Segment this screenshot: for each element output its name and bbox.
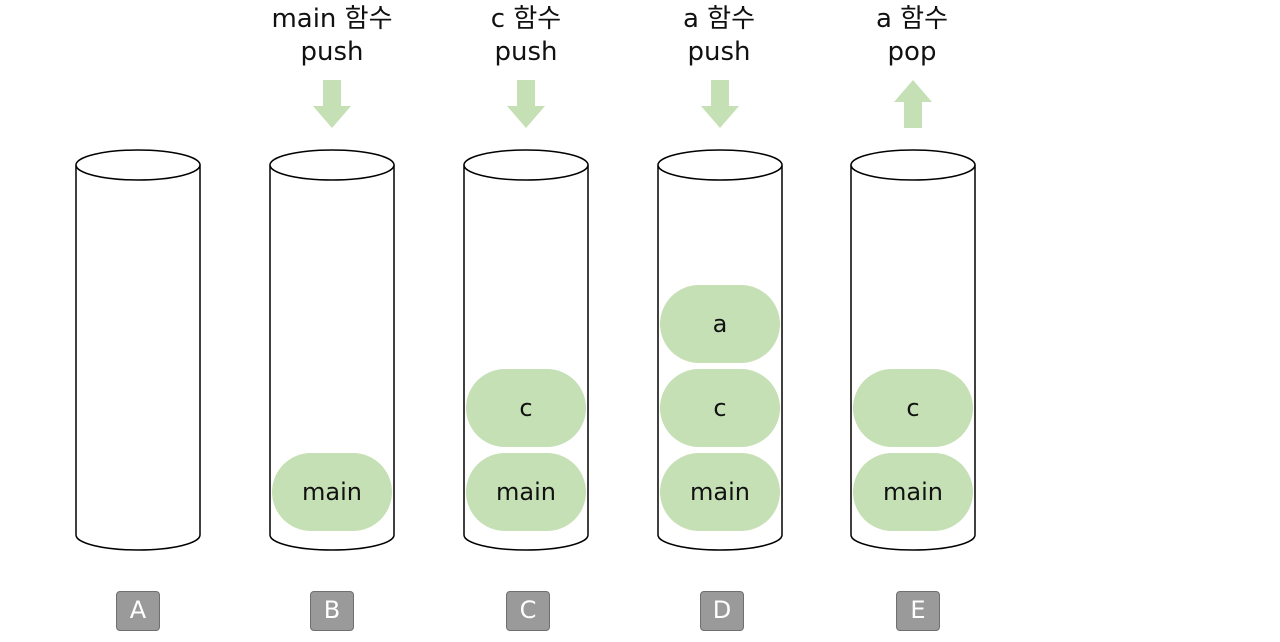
stack-frame-label: c [713, 394, 726, 422]
cylinder-body [75, 165, 201, 551]
stack-frame-label: main [690, 478, 750, 506]
stack-frame [853, 453, 973, 531]
stack-frame-label: main [883, 478, 943, 506]
cylinder-body [463, 165, 589, 551]
stack-frame-label: a [713, 310, 728, 338]
stack-frame [853, 369, 973, 447]
header-op-line: pop [887, 37, 937, 67]
stack-header-C: c 함수 push [436, 3, 616, 69]
arrow-down-icon [313, 80, 351, 128]
header-action-line: a 함수 [875, 4, 949, 34]
stack-label-C: C [506, 591, 550, 631]
cylinder-top [850, 149, 976, 181]
stack-frame [466, 369, 586, 447]
cylinder-top [463, 149, 589, 181]
stack-frame [466, 453, 586, 531]
stack-label-D: D [700, 591, 744, 631]
header-op-line: push [494, 37, 558, 67]
stack-label-A: A [116, 591, 160, 631]
cylinder-top [657, 149, 783, 181]
cylinder-top [75, 149, 201, 181]
arrow-down-icon [507, 80, 545, 128]
stack-frame [660, 369, 780, 447]
stack-frame [660, 453, 780, 531]
cylinder-body [850, 165, 976, 551]
header-action-line: c 함수 [490, 4, 562, 34]
stack-frame-label: main [302, 478, 362, 506]
stack-header-E: a 함수 pop [822, 3, 1002, 69]
stack-frame-label: main [496, 478, 556, 506]
stack-header-D: a 함수 push [629, 3, 809, 69]
stack-frame-label: c [906, 394, 919, 422]
stack-header-B: main 함수 push [242, 3, 422, 69]
header-op-line: push [300, 37, 364, 67]
arrow-up-icon [894, 80, 932, 128]
header-op-line: push [687, 37, 751, 67]
header-action-line: a 함수 [682, 4, 756, 34]
stack-frame [660, 285, 780, 363]
stack-label-E: E [896, 591, 940, 631]
stack-frame-label: c [519, 394, 532, 422]
cylinder-top [269, 149, 395, 181]
stack-label-B: B [310, 591, 354, 631]
stack-frame [272, 453, 392, 531]
header-action-line: main 함수 [271, 4, 393, 34]
cylinder-body [269, 165, 395, 551]
arrow-down-icon [701, 80, 739, 128]
